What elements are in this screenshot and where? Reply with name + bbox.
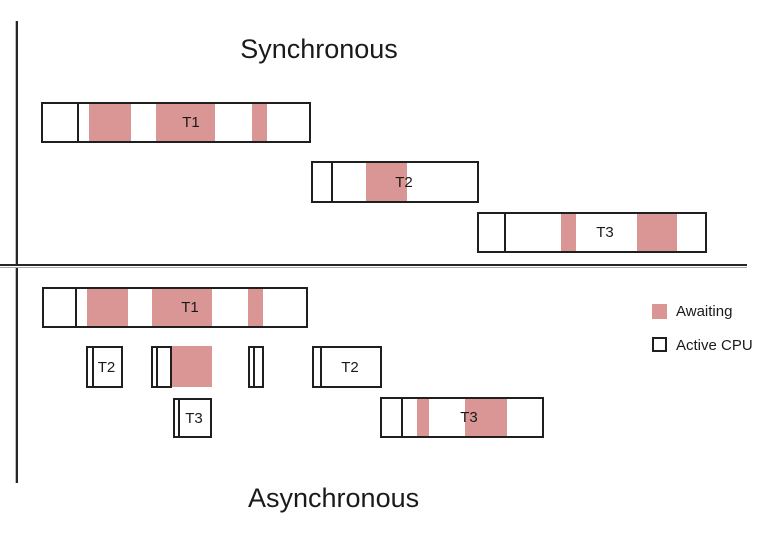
task-label: T1 bbox=[182, 114, 200, 131]
task-label: T2 bbox=[97, 358, 116, 376]
awaiting-segment bbox=[252, 104, 267, 141]
awaiting-segment bbox=[465, 399, 507, 436]
awaiting-segment bbox=[366, 163, 407, 201]
awaiting-segment bbox=[637, 214, 677, 251]
awaiting-segment bbox=[248, 289, 263, 326]
task-label: T3 bbox=[185, 409, 203, 427]
async-t2-slice-1: T2 bbox=[86, 346, 123, 388]
task-label: T2 bbox=[395, 173, 413, 191]
awaiting-legend-swatch bbox=[652, 304, 667, 319]
cpu-slice-divider bbox=[92, 348, 94, 386]
task-label: T3 bbox=[460, 409, 478, 426]
cpu-slice-divider bbox=[331, 163, 333, 201]
awaiting-segment bbox=[561, 214, 576, 251]
async-t3-slice-1: T3 bbox=[173, 398, 212, 438]
async-t1-bar: T1 bbox=[42, 287, 308, 328]
y-axis-line bbox=[15, 21, 18, 483]
async-t2-slice-2 bbox=[151, 346, 172, 388]
x-axis-line bbox=[0, 264, 747, 268]
awaiting-segment bbox=[152, 289, 212, 326]
awaiting-segment bbox=[156, 104, 215, 141]
task-label: T2 bbox=[341, 358, 359, 376]
sync-t1-bar: T1 bbox=[41, 102, 311, 143]
cpu-slice-divider bbox=[504, 214, 506, 251]
awaiting-legend-label: Awaiting bbox=[676, 303, 733, 320]
cpu-slice-divider bbox=[401, 399, 403, 436]
cpu-slice-divider bbox=[77, 104, 79, 141]
active-cpu-legend-swatch bbox=[652, 337, 667, 352]
cpu-slice-divider bbox=[75, 289, 77, 326]
asynchronous-title: Asynchronous bbox=[248, 483, 420, 513]
task-label: T3 bbox=[596, 224, 614, 241]
cpu-slice-divider bbox=[320, 348, 322, 386]
task-label: T1 bbox=[181, 299, 199, 316]
cpu-slice-divider bbox=[178, 400, 180, 436]
async-t3-bar: T3 bbox=[380, 397, 544, 438]
active-cpu-legend-label: Active CPU bbox=[676, 337, 753, 354]
synchronous-title: Synchronous bbox=[240, 34, 398, 64]
sync-t2-bar: T2 bbox=[311, 161, 479, 203]
cpu-slice-divider bbox=[156, 348, 158, 386]
awaiting-segment bbox=[417, 399, 429, 436]
sync-t3-bar: T3 bbox=[477, 212, 707, 253]
async-t2-slice-4: T2 bbox=[312, 346, 382, 388]
cpu-slice-divider bbox=[253, 348, 255, 386]
awaiting-segment bbox=[89, 104, 131, 141]
async-t2-slice-3 bbox=[248, 346, 264, 388]
async-t2-awaiting-block bbox=[172, 346, 212, 387]
awaiting-segment bbox=[87, 289, 128, 326]
